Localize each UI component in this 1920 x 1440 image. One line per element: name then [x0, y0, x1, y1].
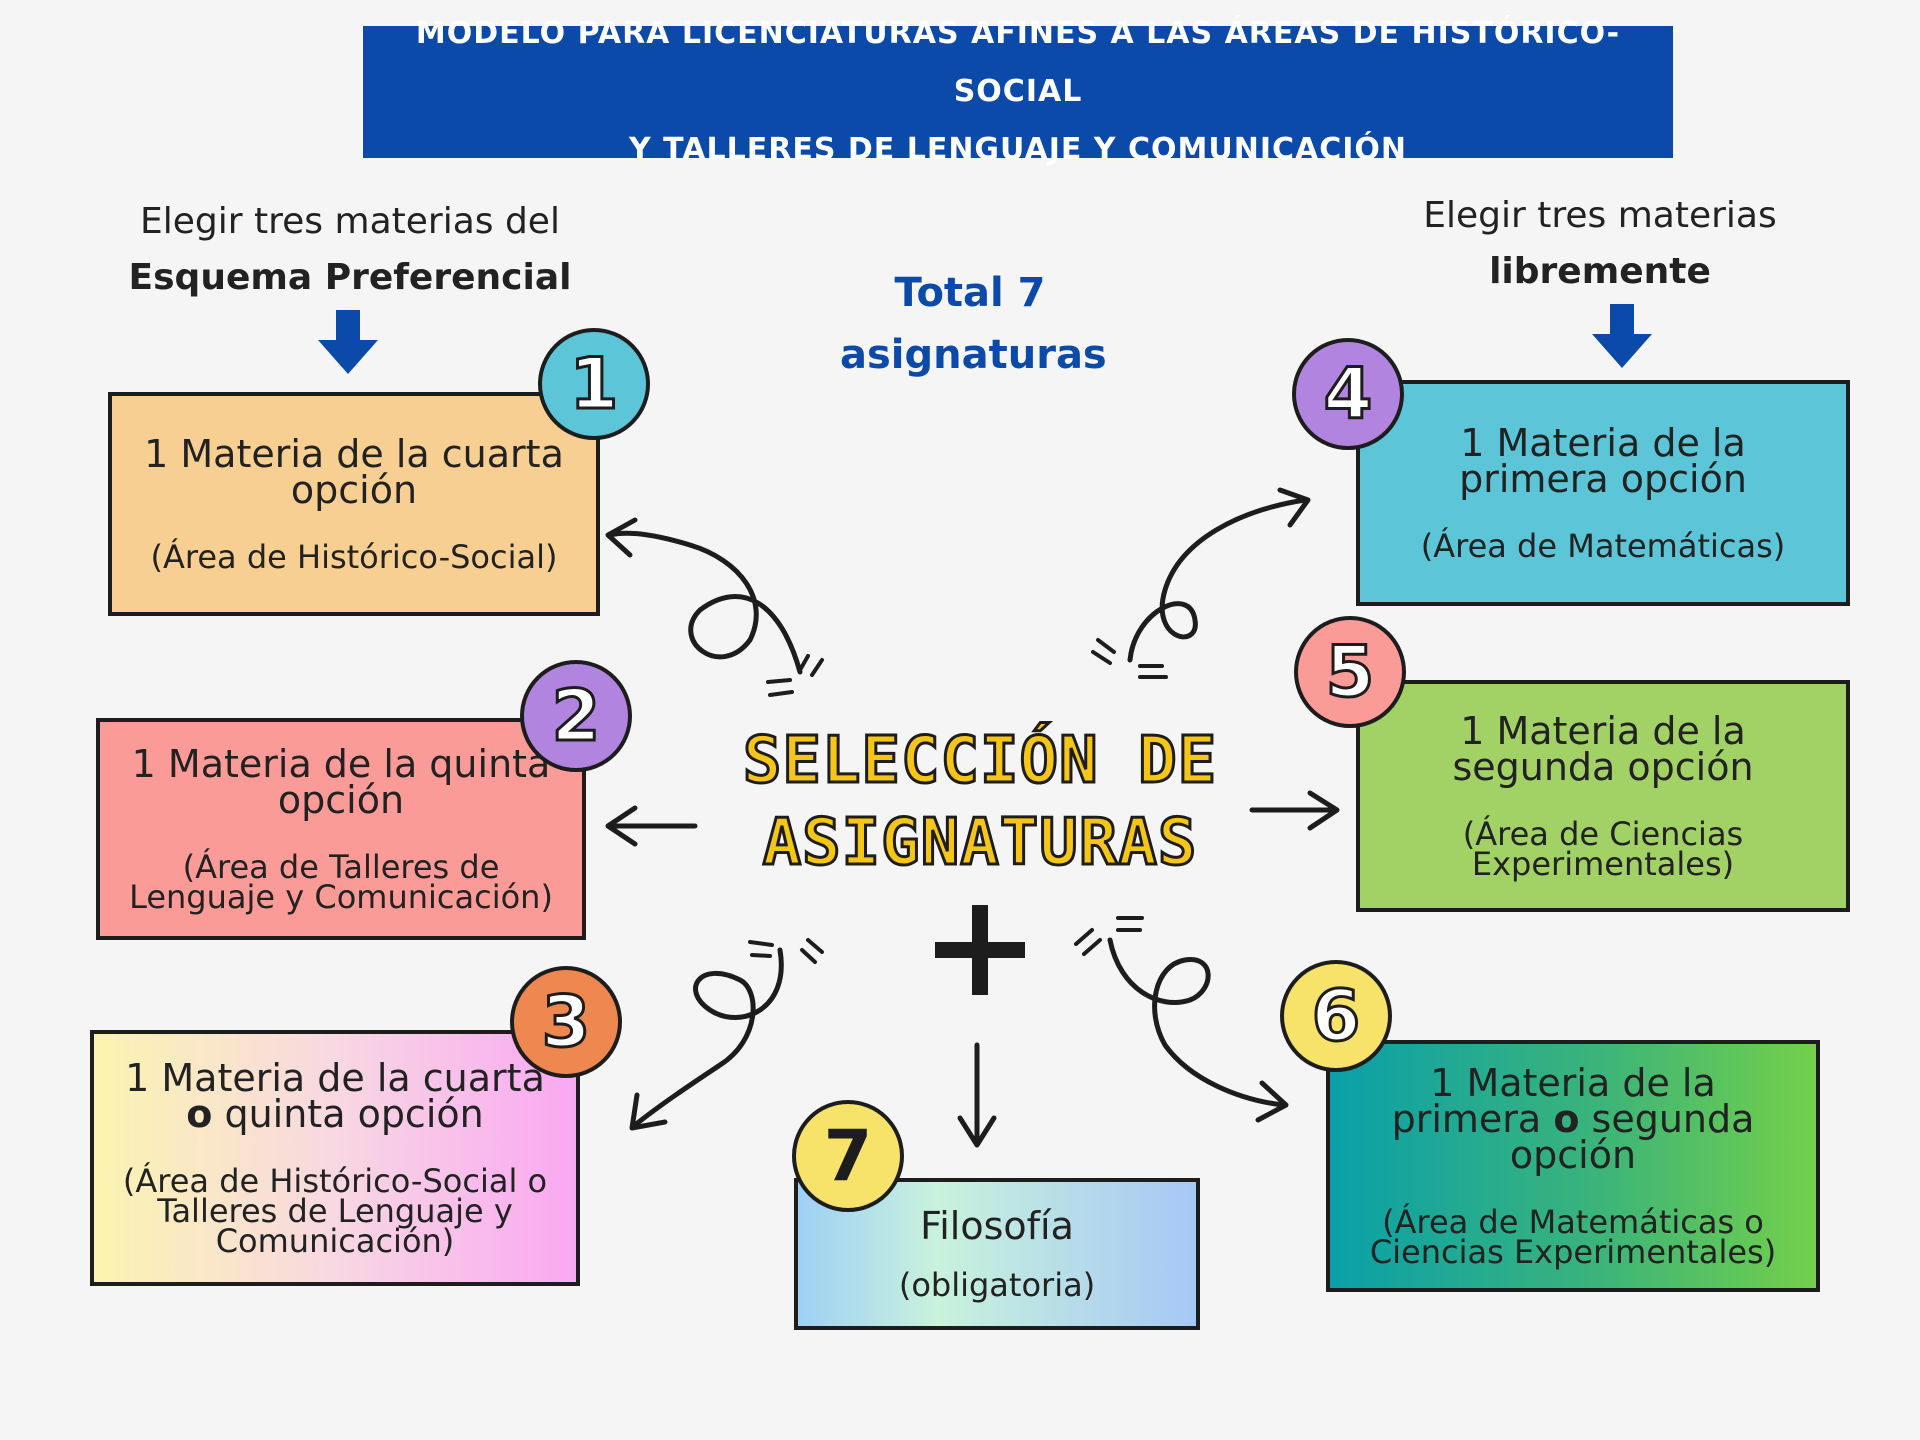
- item-1-number-badge: 1: [538, 328, 650, 440]
- item-3-title-b: quinta opción: [224, 1092, 484, 1136]
- left-down-arrow-icon: [318, 310, 378, 374]
- arrow-to-item-3: [632, 947, 784, 1128]
- item-6-number-badge: 6: [1280, 960, 1392, 1072]
- item-5-title-a: 1 Materia de la: [1460, 709, 1746, 753]
- item-2-title-a: 1 Materia de la quinta: [131, 742, 551, 786]
- item-6-title-b2: segunda: [1591, 1097, 1755, 1141]
- item-2-number-badge: 2: [520, 660, 632, 772]
- doodle-marks: [748, 638, 1168, 964]
- item-1-title-a: 1 Materia de la cuarta: [144, 432, 564, 476]
- item-4-title-b: primera opción: [1459, 457, 1747, 501]
- plus-icon: [935, 905, 1025, 995]
- item-5-subtitle: (Área de Ciencias Experimentales): [1462, 815, 1744, 883]
- left-caption: Elegir tres materias del Esquema Prefere…: [100, 194, 600, 306]
- total-line-1: Total 7: [894, 270, 1046, 316]
- item-6-title-a: 1 Materia de la: [1430, 1061, 1716, 1105]
- item-3-subtitle: (Área de Histórico-Social o Talleres de …: [122, 1162, 548, 1260]
- item-4-title-a: 1 Materia de la: [1460, 421, 1746, 465]
- header-line-2: Y TALLERES DE LENGUAJE Y COMUNICACIÓN: [628, 132, 1408, 167]
- arrow-head-3: [629, 1092, 668, 1131]
- right-caption-line-2: libremente: [1489, 251, 1711, 292]
- right-caption: Elegir tres materias libremente: [1380, 188, 1820, 300]
- item-4-number-badge: 4: [1292, 338, 1404, 450]
- item-7-subtitle: (obligatoria): [898, 1266, 1096, 1304]
- item-3-title-bold: o: [186, 1092, 213, 1136]
- left-caption-line-1: Elegir tres materias del: [140, 201, 560, 242]
- header-banner: MODELO PARA LICENCIATURAS AFINES A LAS Á…: [363, 16, 1673, 167]
- right-down-arrow-icon: [1592, 304, 1652, 368]
- item-4-subtitle: (Área de Matemáticas): [1420, 527, 1786, 565]
- item-6-title-b1: primera: [1391, 1097, 1542, 1141]
- item-7-title: Filosofía: [920, 1204, 1074, 1248]
- arrow-to-item-1: [607, 530, 803, 675]
- item-5-number-badge: 5: [1294, 616, 1406, 728]
- right-caption-line-1: Elegir tres materias: [1423, 195, 1777, 236]
- center-title-line-2: ASIGNATURAS: [761, 805, 1198, 882]
- center-title-line-1: SELECCIÓN DE: [741, 723, 1218, 800]
- item-3-title-a: 1 Materia de la cuarta: [125, 1056, 545, 1100]
- arrow-head-1: [605, 517, 638, 558]
- left-caption-line-2: Esquema Preferencial: [128, 257, 572, 298]
- item-1-title-b: opción: [290, 468, 418, 512]
- item-2-subtitle: (Área de Talleres de Lenguaje y Comunica…: [129, 848, 553, 916]
- item-5-title-b: segunda opción: [1452, 745, 1754, 789]
- arrow-head-5: [1307, 790, 1340, 831]
- item-7-number-badge: 7: [792, 1100, 904, 1212]
- center-title: SELECCIÓN DE ASIGNATURAS: [740, 720, 1220, 884]
- header-line-1: MODELO PARA LICENCIATURAS AFINES A LAS Á…: [415, 16, 1621, 109]
- item-2-title-b: opción: [277, 778, 405, 822]
- arrow-to-item-4: [1127, 497, 1308, 663]
- arrow-head-6: [1255, 1080, 1289, 1123]
- total-label: Total 7 asignaturas: [840, 262, 1107, 386]
- total-line-2: asignaturas: [840, 332, 1107, 378]
- item-6-subtitle: (Área de Matemáticas o Ciencias Experime…: [1369, 1203, 1777, 1271]
- arrow-head-4: [1277, 487, 1311, 528]
- item-7-box: Filosofía (obligatoria): [794, 1178, 1200, 1330]
- item-6-title-c: opción: [1509, 1133, 1637, 1177]
- item-3-number-badge: 3: [510, 966, 622, 1078]
- arrow-to-item-6: [1107, 937, 1286, 1108]
- arrow-head-2: [605, 805, 638, 847]
- arrow-head-7: [957, 1115, 997, 1148]
- item-1-subtitle: (Área de Histórico-Social): [150, 538, 558, 576]
- item-6-title-bold: o: [1553, 1097, 1580, 1141]
